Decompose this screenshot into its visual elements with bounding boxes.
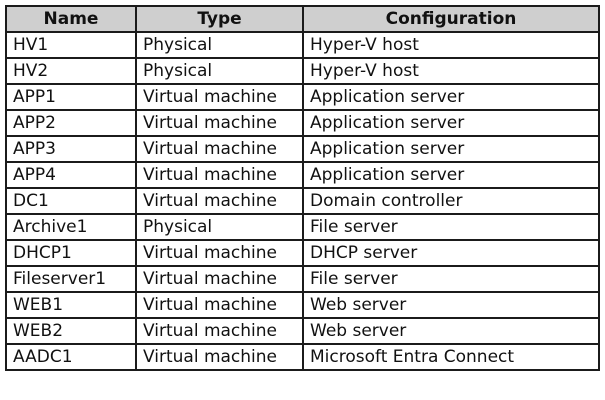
cell-name: DC1 <box>5 187 137 215</box>
cell-name: APP2 <box>5 109 137 137</box>
cell-name: APP4 <box>5 161 137 189</box>
cell-name: Fileserver1 <box>5 265 137 293</box>
cell-name: APP1 <box>5 83 137 111</box>
cell-type: Virtual machine <box>135 83 304 111</box>
cell-configuration: Microsoft Entra Connect <box>302 343 600 371</box>
cell-type: Physical <box>135 213 304 241</box>
cell-type: Virtual machine <box>135 343 304 371</box>
cell-name: AADC1 <box>5 343 137 371</box>
cell-type: Virtual machine <box>135 291 304 319</box>
table-row: DC1 Virtual machine Domain controller <box>5 187 600 215</box>
table-row: DHCP1 Virtual machine DHCP server <box>5 239 600 267</box>
cell-type: Physical <box>135 57 304 85</box>
column-header-type: Type <box>135 5 304 33</box>
cell-configuration: Hyper-V host <box>302 31 600 59</box>
table-row: Fileserver1 Virtual machine File server <box>5 265 600 293</box>
cell-configuration: Application server <box>302 161 600 189</box>
cell-name: Archive1 <box>5 213 137 241</box>
cell-configuration: Application server <box>302 83 600 111</box>
cell-name: HV1 <box>5 31 137 59</box>
cell-type: Virtual machine <box>135 135 304 163</box>
cell-configuration: Hyper-V host <box>302 57 600 85</box>
cell-name: DHCP1 <box>5 239 137 267</box>
cell-configuration: File server <box>302 265 600 293</box>
cell-name: APP3 <box>5 135 137 163</box>
cell-type: Physical <box>135 31 304 59</box>
header-row: Name Type Configuration <box>5 5 600 33</box>
cell-configuration: Application server <box>302 135 600 163</box>
cell-type: Virtual machine <box>135 187 304 215</box>
cell-name: HV2 <box>5 57 137 85</box>
table-row: HV1 Physical Hyper-V host <box>5 31 600 59</box>
table-row: APP2 Virtual machine Application server <box>5 109 600 137</box>
table-row: WEB1 Virtual machine Web server <box>5 291 600 319</box>
table-row: HV2 Physical Hyper-V host <box>5 57 600 85</box>
table-row: AADC1 Virtual machine Microsoft Entra Co… <box>5 343 600 371</box>
cell-configuration: Domain controller <box>302 187 600 215</box>
table-row: APP1 Virtual machine Application server <box>5 83 600 111</box>
cell-type: Virtual machine <box>135 161 304 189</box>
table-row: Archive1 Physical File server <box>5 213 600 241</box>
cell-type: Virtual machine <box>135 317 304 345</box>
cell-type: Virtual machine <box>135 265 304 293</box>
column-header-name: Name <box>5 5 137 33</box>
table-row: WEB2 Virtual machine Web server <box>5 317 600 345</box>
cell-name: WEB1 <box>5 291 137 319</box>
server-inventory-table: Name Type Configuration HV1 Physical Hyp… <box>5 5 600 371</box>
cell-configuration: Web server <box>302 317 600 345</box>
table-row: APP3 Virtual machine Application server <box>5 135 600 163</box>
cell-configuration: Application server <box>302 109 600 137</box>
table-header: Name Type Configuration <box>5 5 600 33</box>
cell-name: WEB2 <box>5 317 137 345</box>
table-body: HV1 Physical Hyper-V host HV2 Physical H… <box>5 31 600 371</box>
cell-configuration: DHCP server <box>302 239 600 267</box>
cell-configuration: File server <box>302 213 600 241</box>
cell-type: Virtual machine <box>135 109 304 137</box>
cell-type: Virtual machine <box>135 239 304 267</box>
table-row: APP4 Virtual machine Application server <box>5 161 600 189</box>
column-header-configuration: Configuration <box>302 5 600 33</box>
cell-configuration: Web server <box>302 291 600 319</box>
